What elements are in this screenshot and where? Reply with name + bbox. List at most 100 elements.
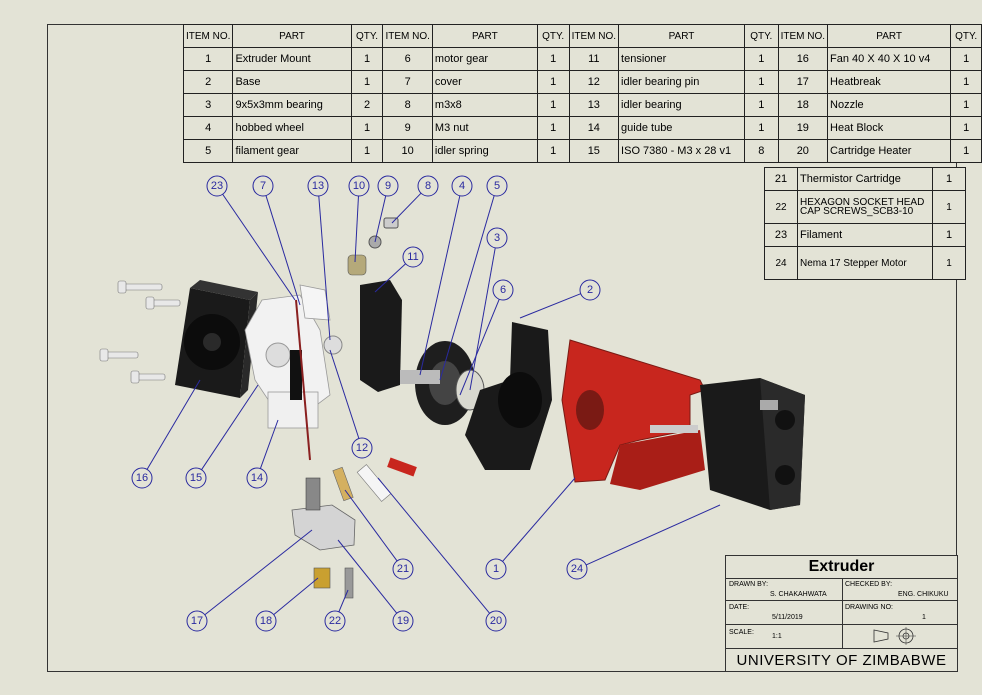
- bom-item-no: 5: [182, 139, 234, 163]
- leader-line: [337, 539, 398, 614]
- bom-part-name: m3x8: [431, 93, 538, 117]
- leader-line: [273, 577, 319, 616]
- balloon-circle: [485, 558, 507, 580]
- balloon-circle: [566, 558, 588, 580]
- balloon-callout: 19: [392, 610, 414, 632]
- stepper-motor-part: [650, 378, 805, 510]
- balloon-number: 16: [136, 472, 148, 484]
- bom-qty: 1: [350, 47, 384, 71]
- balloon-circle: [252, 175, 274, 197]
- balloon-callout: 22: [324, 610, 346, 632]
- bom-item-no: 18: [777, 93, 829, 117]
- fan-screws-part: [99, 280, 181, 384]
- bom-qty: 1: [536, 47, 570, 71]
- balloon-circle: [186, 610, 208, 632]
- bom-part-name: idler bearing pin: [618, 70, 745, 94]
- institution-name: UNIVERSITY OF ZIMBABWE: [726, 648, 957, 673]
- balloon-number: 21: [397, 563, 409, 575]
- bom-header: QTY.: [350, 24, 384, 48]
- balloon-circle: [392, 610, 414, 632]
- bom-part-name: idler spring: [431, 139, 538, 163]
- balloon-circle: [246, 467, 268, 489]
- leader-line: [259, 419, 279, 469]
- bom-qty: 1: [932, 167, 966, 191]
- balloon-number: 2: [587, 284, 593, 296]
- bom-qty: 1: [950, 116, 982, 140]
- balloon-callout: 7: [252, 175, 274, 197]
- title-block-divider: [842, 578, 843, 648]
- balloon-callout: 8: [417, 175, 439, 197]
- balloon-number: 6: [500, 284, 506, 296]
- bom-item-no: 4: [182, 116, 234, 140]
- bom-item-no: 2: [182, 70, 234, 94]
- balloon-number: 4: [459, 180, 465, 192]
- balloon-callout: 23: [206, 175, 228, 197]
- balloon-callout: 17: [186, 610, 208, 632]
- leader-line: [265, 195, 301, 306]
- bom-qty: 1: [743, 93, 779, 117]
- bom-part-name: Nema 17 Stepper Motor: [797, 246, 933, 280]
- balloon-number: 24: [571, 563, 583, 575]
- leader-line: [419, 195, 461, 376]
- leader-line: [329, 349, 360, 439]
- bom-part-name: filament gear: [232, 139, 352, 163]
- leader-line: [469, 247, 496, 391]
- drawing-title: Extruder: [726, 556, 957, 579]
- balloon-circle: [392, 558, 414, 580]
- bom-part-name: hobbed wheel: [232, 116, 352, 140]
- balloon-number: 13: [312, 180, 324, 192]
- balloon-circle: [402, 246, 424, 268]
- balloon-callout: 16: [131, 467, 153, 489]
- tensioner-part: [360, 280, 402, 392]
- balloon-number: 14: [251, 472, 263, 484]
- drawing-no-value: 1: [922, 614, 926, 621]
- bom-qty: 1: [350, 139, 384, 163]
- bom-header: QTY.: [536, 24, 570, 48]
- title-block: Extruder DRAWN BY: S. CHAKAHWATA CHECKED…: [725, 555, 958, 672]
- balloon-number: 10: [353, 180, 365, 192]
- bom-item-no: 8: [382, 93, 433, 117]
- balloon-circle: [351, 437, 373, 459]
- leader-line: [146, 379, 201, 470]
- balloon-circle: [324, 610, 346, 632]
- balloon-number: 1: [493, 563, 499, 575]
- bom-item-no: 23: [764, 223, 798, 247]
- balloon-callout: 14: [246, 467, 268, 489]
- balloon-callout: 13: [307, 175, 329, 197]
- balloon-callout: 5: [486, 175, 508, 197]
- extruder-mount-part: [561, 339, 706, 490]
- bom-part-name: Filament: [797, 223, 933, 247]
- leader-line: [502, 477, 576, 562]
- bom-part-name: M3 nut: [431, 116, 538, 140]
- leader-line: [318, 195, 331, 341]
- fan-part: [175, 280, 258, 398]
- bom-qty: 1: [350, 116, 384, 140]
- checked-by-value: ENG. CHIKUKU: [898, 591, 949, 598]
- balloon-callout: 6: [492, 279, 514, 301]
- title-block-divider: [726, 624, 957, 625]
- bom-part-name: Fan 40 X 40 X 10 v4: [827, 47, 952, 71]
- balloon-circle: [307, 175, 329, 197]
- balloon-circle: [485, 610, 507, 632]
- bom-part-name: Heatbreak: [827, 70, 952, 94]
- bom-header: ITEM NO.: [777, 24, 829, 48]
- bom-qty: 1: [950, 93, 982, 117]
- cover-part: [244, 284, 343, 461]
- leader-line: [344, 489, 398, 562]
- scale-value: 1:1: [772, 633, 782, 640]
- leader-line: [377, 477, 491, 614]
- balloon-callout: 10: [348, 175, 370, 197]
- scale-label: SCALE:: [729, 629, 754, 636]
- bom-qty: 1: [932, 246, 966, 280]
- bom-header: PART: [431, 24, 538, 48]
- balloon-circle: [451, 175, 473, 197]
- balloon-circle: [255, 610, 277, 632]
- balloon-callout: 20: [485, 610, 507, 632]
